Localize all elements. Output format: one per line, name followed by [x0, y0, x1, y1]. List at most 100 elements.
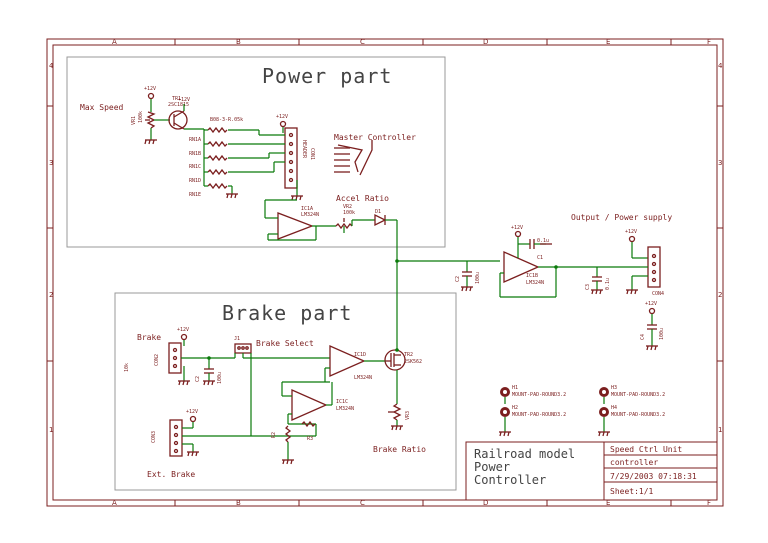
max-speed-circuit: Max Speed +12V VR1 100k TR1 2SC1815 +12V… — [80, 86, 243, 186]
brake-input: Brake +12V CON2 10k C2 100u — [124, 327, 235, 386]
ic1d-driver: IC1D LM324N TR2 2SK562 — [324, 345, 422, 404]
ic1c-ref: IC1C — [336, 399, 348, 405]
vr3-ref: VR3 — [405, 411, 411, 420]
rn1e-ref: RN1E — [189, 192, 201, 198]
svg-text:H2: H2 — [512, 405, 518, 411]
output-section: Output / Power supply C2 100u IC1B LM324… — [395, 213, 672, 351]
r3-resistor — [301, 420, 316, 428]
vr2-value: 100k — [343, 210, 355, 216]
accel-ratio-label: Accel Ratio — [336, 194, 389, 203]
c4-ref: C4 — [640, 334, 646, 340]
col-label-a-bottom: A — [112, 499, 117, 507]
vr2-ref: VR2 — [343, 204, 352, 210]
rn1c-ref: RN1C — [189, 164, 201, 170]
svg-text:MOUNT-PAD-ROUND3.2: MOUNT-PAD-ROUND3.2 — [512, 392, 566, 398]
title-line-1: Railroad model — [474, 447, 575, 461]
c3-value: 0.1u — [605, 278, 611, 290]
col-label-b-bottom: B — [236, 499, 241, 507]
c2-value: 100u — [475, 272, 481, 284]
con4-ref: CON4 — [652, 291, 664, 297]
row-ticks — [47, 105, 723, 362]
brake-resistor-value: 10k — [124, 363, 130, 372]
svg-text:MOUNT-PAD-ROUND3.2: MOUNT-PAD-ROUND3.2 — [512, 412, 566, 418]
brake-select-label: Brake Select — [256, 339, 314, 348]
vcc-label-con1: +12V — [276, 114, 288, 120]
brake-select-jumper: J1 Brake Select — [234, 336, 330, 436]
ic1a-part: LM324N — [301, 212, 319, 218]
tr1-part: 2SC1815 — [168, 102, 189, 108]
col-label-c-bottom: C — [360, 499, 365, 507]
ext-brake-input: +12V CON3 Ext. Brake — [147, 409, 251, 479]
ic1c-opamp — [291, 389, 328, 421]
vr1-ref: VR1 — [131, 116, 137, 125]
row-label-1-left: 1 — [49, 426, 53, 434]
d1-diode — [374, 213, 387, 227]
c1-value: 0.1u — [537, 238, 549, 244]
ext-brake-label: Ext. Brake — [147, 470, 195, 479]
brake-ratio-label: Brake Ratio — [373, 445, 426, 454]
mount-pad-h4: H4 MOUNT-PAD-ROUND3.2 — [598, 405, 665, 437]
brake-cap-value: 100u — [217, 372, 223, 384]
tr2-part: 2SK562 — [404, 359, 422, 365]
vr1-value: 100k — [138, 111, 144, 123]
power-part-box — [66, 56, 446, 248]
row-label-4-left: 4 — [49, 62, 54, 70]
c1-ref: C1 — [537, 255, 543, 261]
row-label-4-right: 4 — [718, 62, 723, 70]
col-label-e-bottom: E — [606, 499, 610, 507]
col-label-f-top: F — [707, 38, 711, 46]
ic1b-ref: IC1B — [526, 273, 538, 279]
j1-ref: J1 — [234, 336, 240, 342]
r2-resistor — [284, 425, 292, 443]
vr2-resistor — [335, 222, 353, 230]
con2-body — [168, 342, 182, 374]
mount-pad-h1: H1 MOUNT-PAD-ROUND3.2 — [500, 385, 566, 404]
r3-ref: R3 — [307, 436, 313, 442]
vcc-label-con4: +12V — [625, 229, 637, 235]
rn1d-ref: RN1D — [189, 178, 201, 184]
con3-body — [169, 419, 183, 457]
rn-value: B08-3-R.05k — [210, 117, 243, 123]
inner-border — [52, 44, 718, 501]
title-line-2: Power — [474, 460, 510, 474]
col-label-d-bottom: D — [483, 499, 488, 507]
con1-connector: +12V CON1 HEADER — [258, 114, 315, 201]
master-controller-switch: Master Controller — [334, 133, 416, 176]
rn1b-resistor — [207, 140, 228, 148]
col-label-e-top: E — [606, 38, 610, 46]
svg-text:H3: H3 — [611, 385, 617, 391]
col-label-c-top: C — [360, 38, 365, 46]
rn1c-resistor — [207, 154, 228, 162]
row-label-1-right: 1 — [718, 426, 722, 434]
max-speed-label: Max Speed — [80, 103, 124, 112]
vcc-label-tr1: +12V — [178, 97, 190, 103]
rn1d-resistor — [207, 168, 228, 176]
row-label-3-left: 3 — [49, 159, 53, 167]
rn1a-resistor — [207, 126, 228, 134]
brake-cap-ref: C2 — [195, 376, 201, 382]
master-controller-label: Master Controller — [334, 133, 416, 142]
col-label-b-top: B — [236, 38, 241, 46]
vcc-label-ic1b: +12V — [511, 225, 523, 231]
resistor-network: RN1A RN1B RN1C RN1D RN1E — [189, 126, 274, 199]
column-ticks — [174, 39, 672, 506]
ic1a-opamp — [277, 212, 314, 240]
brake-label: Brake — [137, 333, 161, 342]
unit-name: Speed Ctrl Unit — [610, 445, 682, 454]
row-label-2-right: 2 — [718, 291, 722, 299]
selector-arrow — [337, 144, 364, 173]
ic1b-part: LM324N — [526, 280, 544, 286]
row-label-2-left: 2 — [49, 291, 53, 299]
svg-text:H1: H1 — [512, 385, 518, 391]
tr2-ref: TR2 — [404, 352, 413, 358]
ic1d-ref: IC1D — [354, 352, 366, 358]
ic1c-feedback: IC1C LM324N R2 R3 — [251, 381, 354, 465]
c3-ref: C3 — [585, 284, 591, 290]
ic1b-opamp — [503, 251, 540, 283]
vcc-label-con3: +12V — [186, 409, 198, 415]
col-label-f-bottom: F — [707, 499, 711, 507]
vcc-label-con2: +12V — [177, 327, 189, 333]
ic1a-buffer: IC1A LM324N — [264, 199, 336, 241]
sheet-name: controller — [610, 458, 658, 467]
